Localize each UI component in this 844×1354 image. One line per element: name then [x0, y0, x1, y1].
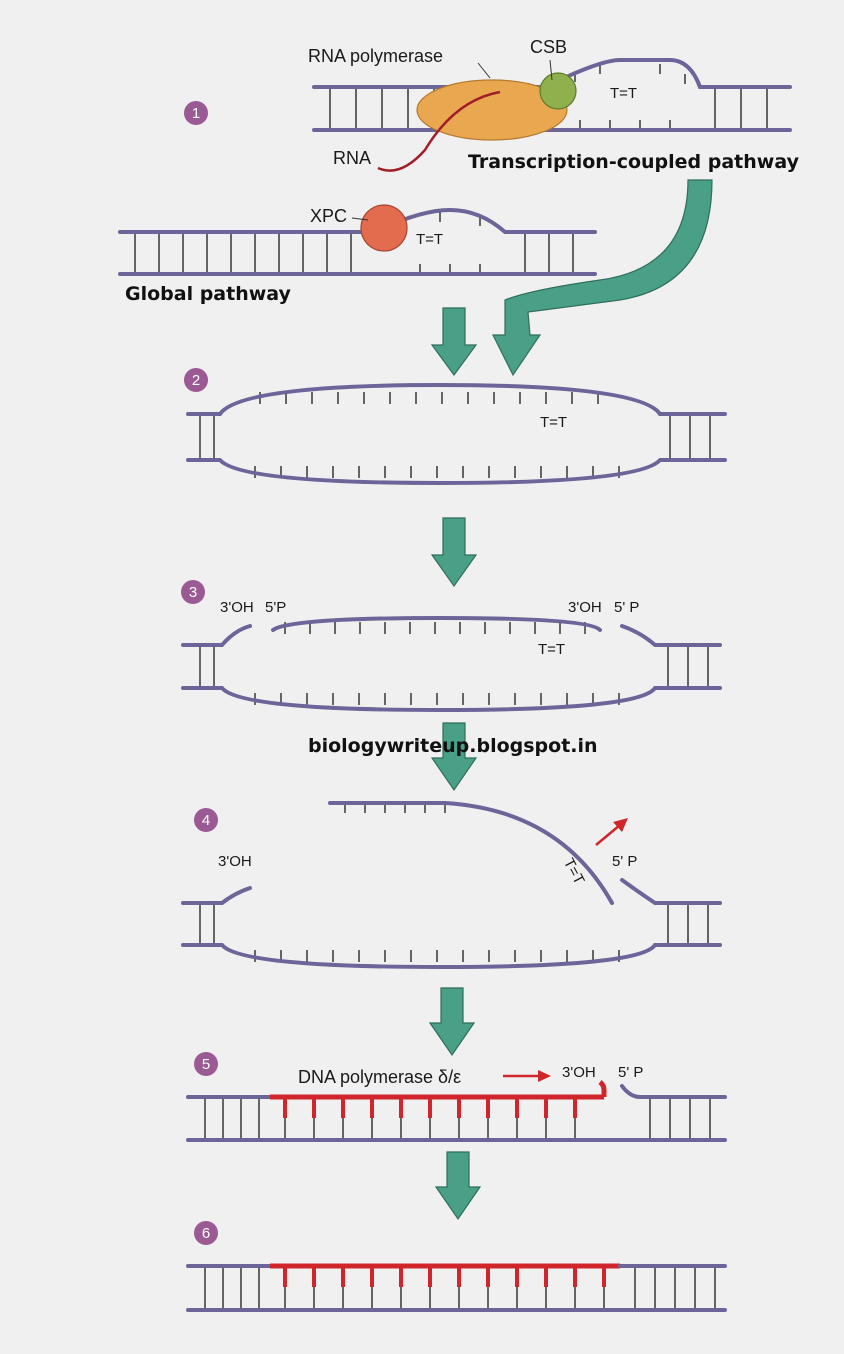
- tc-curved-arrow: [492, 179, 713, 377]
- csb-label: CSB: [530, 37, 567, 57]
- p5-label-4: 5' P: [612, 853, 637, 870]
- svg-text:5: 5: [202, 1056, 210, 1073]
- step-2-bubble: [186, 382, 727, 486]
- dna-polymerase-label: DNA polymerase δ/ε: [298, 1067, 461, 1087]
- dimer-label-3: T=T: [538, 641, 565, 658]
- excision-red-arrow: [595, 818, 628, 846]
- rna-label: RNA: [333, 148, 371, 168]
- oh3-label-5: 3'OH: [562, 1064, 596, 1081]
- step-2-marker: 2: [184, 368, 208, 392]
- excised-oligo: [328, 801, 614, 905]
- global-arrow: [430, 307, 478, 377]
- watermark: biologywriteup.blogspot.in: [308, 735, 598, 757]
- step-4-structure: [181, 801, 722, 970]
- arrow-2-3: [430, 517, 478, 588]
- arrow-5-6: [434, 1151, 482, 1221]
- svg-text:1: 1: [192, 105, 200, 122]
- rna-polymerase-leader: [477, 62, 491, 79]
- step-6-duplex: [186, 1263, 727, 1312]
- rna-polymerase-label: RNA polymerase: [308, 46, 443, 66]
- p5-label-3b: 5' P: [614, 599, 639, 616]
- oh3-label-3b: 3'OH: [568, 599, 602, 616]
- step-4-marker: 4: [194, 808, 218, 832]
- svg-text:3: 3: [189, 584, 197, 601]
- arrow-3-4: [430, 722, 478, 792]
- rna-polymerase-shape: [416, 79, 568, 141]
- global-pathway-label: Global pathway: [125, 283, 292, 305]
- csb-protein: [539, 72, 577, 110]
- svg-text:6: 6: [202, 1225, 210, 1242]
- xpc-protein: [360, 204, 408, 252]
- step-3-marker: 3: [181, 580, 205, 604]
- svg-text:2: 2: [192, 372, 200, 389]
- step-5-duplex: [186, 1080, 727, 1142]
- polymerase-red-arrow: [503, 1070, 551, 1082]
- step-3-bubble: [181, 615, 722, 713]
- xpc-leader: [351, 217, 369, 221]
- oh3-label-4: 3'OH: [218, 853, 252, 870]
- step-6-marker: 6: [194, 1221, 218, 1245]
- xpc-label: XPC: [310, 206, 347, 226]
- rna-strand: [377, 90, 501, 172]
- csb-leader: [549, 59, 553, 81]
- global-dna-duplex: [118, 207, 597, 276]
- step-1-marker: 1: [184, 101, 208, 125]
- dimer-label-2: T=T: [540, 414, 567, 431]
- p5-label-3a: 5'P: [265, 599, 286, 616]
- dimer-label-1: T=T: [610, 85, 637, 102]
- arrow-4-5: [428, 987, 476, 1057]
- oh3-label-3a: 3'OH: [220, 599, 254, 616]
- p5-label-5: 5' P: [618, 1064, 643, 1081]
- dimer-label-global: T=T: [416, 231, 443, 248]
- transcription-coupled-label: Transcription-coupled pathway: [468, 151, 800, 173]
- step-5-marker: 5: [194, 1052, 218, 1076]
- svg-text:4: 4: [202, 812, 210, 829]
- dimer-label-4: T=T: [560, 856, 588, 888]
